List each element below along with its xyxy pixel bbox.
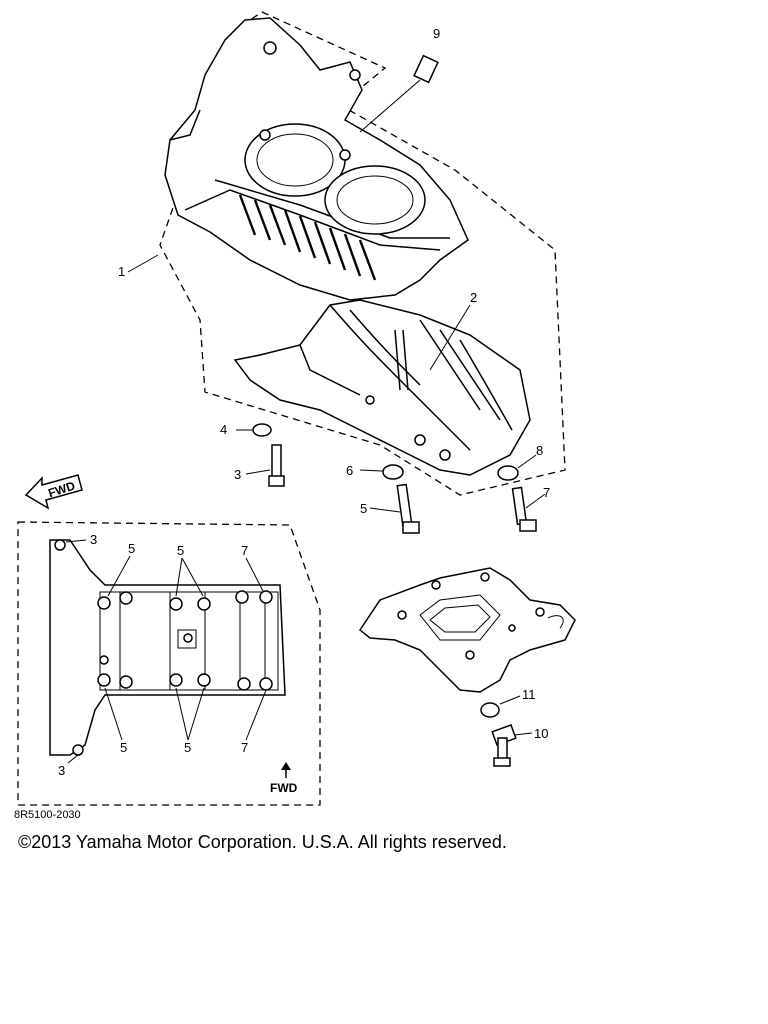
callout-9: 9: [433, 26, 440, 41]
inset-fwd-arrow: FWD: [270, 762, 298, 795]
callout-7: 7: [543, 485, 550, 500]
inset-outline: [17, 521, 321, 806]
inset-callout-5-bottom-mid: 5: [184, 740, 191, 755]
callout-3: 3: [234, 467, 241, 482]
nut-part-11: [480, 695, 521, 718]
parts-diagram: 1 2 3 4 5 6 7 8 9 FWD: [14, 11, 576, 821]
inset-callout-3-top: 3: [90, 532, 97, 547]
inset-callout-5-bottom-left: 5: [120, 740, 127, 755]
callout-4: 4: [220, 422, 227, 437]
inset-callout-7-bottom: 7: [241, 740, 248, 755]
callout-8: 8: [536, 443, 543, 458]
inset-callout-7-top: 7: [241, 543, 248, 558]
callout-2: 2: [470, 290, 477, 305]
lower-crankcase: [233, 299, 531, 476]
pin-part-9: [359, 54, 439, 133]
upper-crankcase: [164, 17, 469, 301]
copyright-notice: ©2013 Yamaha Motor Corporation. U.S.A. A…: [18, 832, 507, 852]
inset-callout-3-bottom: 3: [58, 763, 65, 778]
bolt-part-10: [491, 724, 533, 767]
drawing-code: 8R5100-2030: [14, 809, 81, 821]
inset-fwd-label: FWD: [270, 781, 298, 795]
bracket-part: [358, 567, 576, 693]
cooling-fins: [238, 194, 377, 281]
callout-1: 1: [118, 264, 125, 279]
bolt-part-3: [245, 444, 285, 487]
callout-10: 10: [534, 726, 548, 741]
nut-part-8: [497, 454, 537, 481]
callout-11: 11: [522, 687, 536, 702]
inset-crankcase-bottom: [49, 539, 286, 756]
inset-callout-5-left: 5: [128, 541, 135, 556]
callout-6: 6: [346, 463, 353, 478]
inset-callout-5-mid: 5: [177, 543, 184, 558]
fwd-arrow: FWD: [24, 474, 83, 510]
bolt-part-5: [369, 483, 420, 534]
inset-leaders: [65, 539, 267, 764]
nut-part-6: [359, 464, 404, 480]
callout-5: 5: [360, 501, 367, 516]
bolt-part-7: [511, 486, 546, 532]
nut-part-4: [236, 423, 272, 437]
